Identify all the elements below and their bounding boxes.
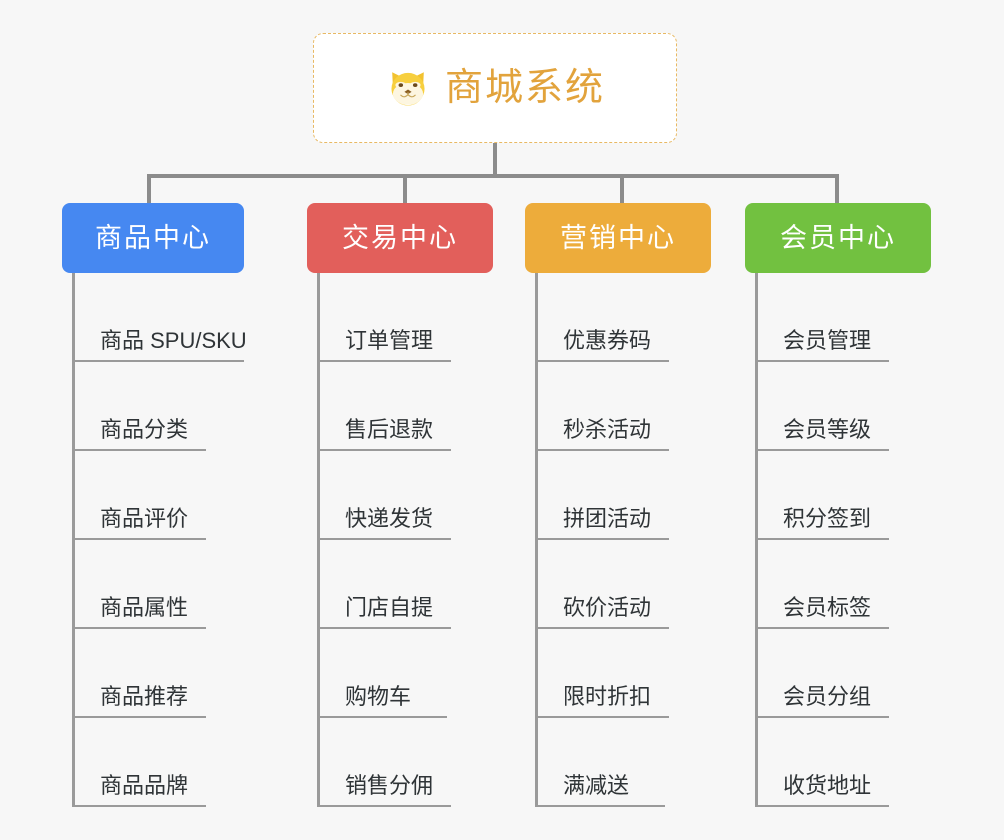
list-item[interactable]: 商品推荐 xyxy=(72,629,244,718)
leaf-label: 秒杀活动 xyxy=(563,416,652,442)
list-item[interactable]: 商品评价 xyxy=(72,451,244,540)
category-box-1[interactable]: 商品中心 xyxy=(62,203,244,273)
list-item[interactable]: 积分签到 xyxy=(755,451,931,540)
leaf-label: 商品推荐 xyxy=(100,683,189,709)
category-label-3: 营销中心 xyxy=(560,222,676,253)
list-item[interactable]: 收货地址 xyxy=(755,718,931,807)
root-node[interactable]: 商城系统 xyxy=(313,33,677,143)
leaf-label: 砍价活动 xyxy=(563,594,652,620)
branch-column-2: 交易中心 订单管理 售后退款 快递发货 门店自提 购物车 销售分佣 xyxy=(307,203,493,807)
connector-horizontal-bus xyxy=(147,174,837,178)
leaf-label: 优惠券码 xyxy=(563,327,652,353)
shiba-dog-icon xyxy=(385,65,431,111)
connector-drop-2 xyxy=(403,174,407,203)
connector-root-stem xyxy=(493,143,497,176)
list-item[interactable]: 会员等级 xyxy=(755,362,931,451)
branch-column-1: 商品中心 商品 SPU/SKU 商品分类 商品评价 商品属性 商品推荐 商品品牌 xyxy=(62,203,247,807)
list-item[interactable]: 购物车 xyxy=(317,629,493,718)
leaf-label: 商品 SPU/SKU xyxy=(100,327,247,353)
root-title: 商城系统 xyxy=(444,67,605,109)
list-item[interactable]: 限时折扣 xyxy=(535,629,711,718)
list-item[interactable]: 商品分类 xyxy=(72,362,244,451)
leaf-label: 收货地址 xyxy=(783,772,872,798)
leaf-label: 拼团活动 xyxy=(563,505,652,531)
leaf-label: 会员管理 xyxy=(783,327,872,353)
list-item[interactable]: 会员分组 xyxy=(755,629,931,718)
leaf-label: 商品分类 xyxy=(100,416,189,442)
category-label-1: 商品中心 xyxy=(95,222,211,253)
leaf-list-3: 优惠券码 秒杀活动 拼团活动 砍价活动 限时折扣 满减送 xyxy=(525,273,711,807)
connector-drop-3 xyxy=(620,174,624,203)
category-label-2: 交易中心 xyxy=(342,222,458,253)
leaf-list-4: 会员管理 会员等级 积分签到 会员标签 会员分组 收货地址 xyxy=(745,273,931,807)
leaf-label: 商品属性 xyxy=(100,594,189,620)
list-item[interactable]: 满减送 xyxy=(535,718,711,807)
list-item[interactable]: 商品属性 xyxy=(72,540,244,629)
list-item[interactable]: 商品 SPU/SKU xyxy=(72,273,247,362)
list-item[interactable]: 会员管理 xyxy=(755,273,931,362)
branch-column-4: 会员中心 会员管理 会员等级 积分签到 会员标签 会员分组 收货地址 xyxy=(745,203,931,807)
list-item[interactable]: 秒杀活动 xyxy=(535,362,711,451)
connector-drop-4 xyxy=(835,174,839,203)
list-item[interactable]: 拼团活动 xyxy=(535,451,711,540)
leaf-label: 限时折扣 xyxy=(563,683,652,709)
list-item[interactable]: 快递发货 xyxy=(317,451,493,540)
list-item[interactable]: 商品品牌 xyxy=(72,718,244,807)
leaf-label: 商品评价 xyxy=(100,505,189,531)
leaf-label: 门店自提 xyxy=(345,594,434,620)
leaf-label: 商品品牌 xyxy=(100,772,189,798)
category-label-4: 会员中心 xyxy=(780,222,896,253)
leaf-list-2: 订单管理 售后退款 快递发货 门店自提 购物车 销售分佣 xyxy=(307,273,493,807)
leaf-label: 会员标签 xyxy=(783,594,872,620)
list-item[interactable]: 砍价活动 xyxy=(535,540,711,629)
list-item[interactable]: 销售分佣 xyxy=(317,718,493,807)
category-box-2[interactable]: 交易中心 xyxy=(307,203,493,273)
leaf-list-1: 商品 SPU/SKU 商品分类 商品评价 商品属性 商品推荐 商品品牌 xyxy=(62,273,247,807)
list-item[interactable]: 订单管理 xyxy=(317,273,493,362)
connector-drop-1 xyxy=(147,174,151,203)
leaf-label: 购物车 xyxy=(345,683,412,709)
leaf-label: 售后退款 xyxy=(345,416,434,442)
leaf-label: 满减送 xyxy=(563,772,630,798)
category-box-3[interactable]: 营销中心 xyxy=(525,203,711,273)
list-item[interactable]: 优惠券码 xyxy=(535,273,711,362)
list-item[interactable]: 门店自提 xyxy=(317,540,493,629)
list-item[interactable]: 售后退款 xyxy=(317,362,493,451)
leaf-label: 会员等级 xyxy=(783,416,872,442)
leaf-label: 积分签到 xyxy=(783,505,872,531)
list-item[interactable]: 会员标签 xyxy=(755,540,931,629)
category-box-4[interactable]: 会员中心 xyxy=(745,203,931,273)
leaf-label: 会员分组 xyxy=(783,683,872,709)
branch-column-3: 营销中心 优惠券码 秒杀活动 拼团活动 砍价活动 限时折扣 满减送 xyxy=(525,203,711,807)
leaf-label: 快递发货 xyxy=(345,505,434,531)
leaf-label: 销售分佣 xyxy=(345,772,434,798)
leaf-label: 订单管理 xyxy=(345,327,434,353)
